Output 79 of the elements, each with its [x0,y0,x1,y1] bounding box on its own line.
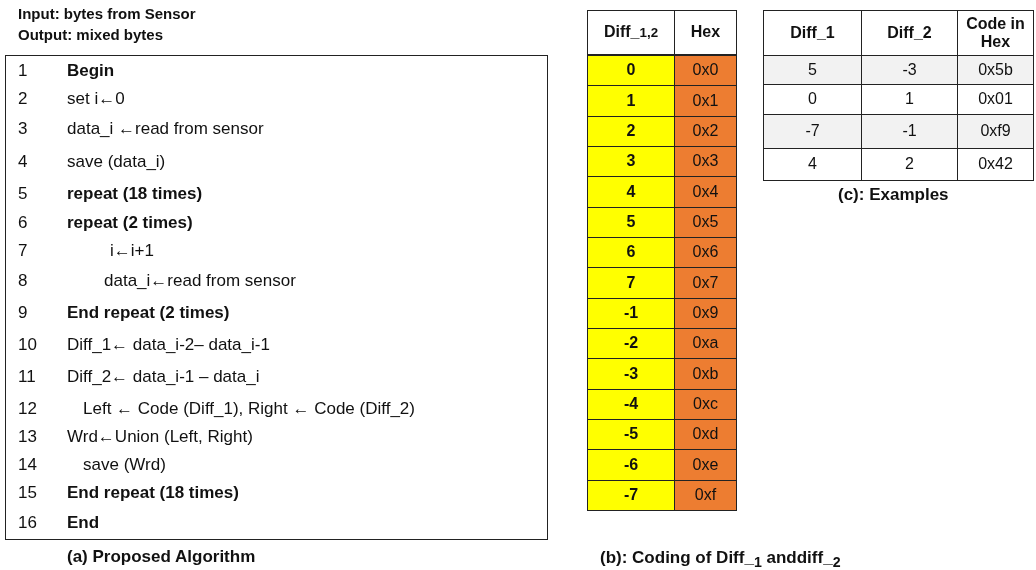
hex-code-cell: 0x7 [674,267,737,299]
header-cell: Hex [674,10,737,55]
hex-code-cell: 0xb [674,358,737,390]
example-cell: 0xf9 [957,114,1034,149]
line-number: 15 [18,483,37,503]
hex-code-cell: 0x9 [674,297,737,329]
value-cell: -6 [587,449,675,481]
line-number: 11 [18,367,36,387]
algorithm-statement: i←i+1 [110,241,154,261]
line-number: 2 [18,89,28,109]
hex-code-cell: 0x4 [674,176,737,208]
algorithm-box [5,55,548,540]
value-cell: 0 [587,55,675,87]
hex-code-cell: 0xa [674,328,737,360]
algorithm-statement: Diff_2← data_i-1 – data_i [67,367,260,387]
line-number: 6 [18,213,28,233]
example-cell: 4 [763,148,862,181]
hex-code-cell: 0xd [674,419,737,451]
value-cell: -4 [587,388,675,420]
value-cell: 3 [587,146,675,178]
algorithm-statement: End repeat (18 times) [67,483,239,503]
line-number: 3 [18,119,28,139]
algorithm-header-note: Input: bytes from Sensor [18,5,196,22]
line-number: 5 [18,184,28,204]
value-cell: -5 [587,419,675,451]
algorithm-statement: End [67,513,100,533]
value-cell: 2 [587,115,675,147]
line-number: 12 [18,399,37,419]
example-cell: -1 [861,114,958,149]
algorithm-statement: Begin [67,61,115,81]
figure-caption: (c): Examples [838,185,949,205]
hex-code-cell: 0x1 [674,85,737,117]
value-cell: 7 [587,267,675,299]
hex-code-cell: 0x3 [674,146,737,178]
line-number: 13 [18,427,37,447]
algorithm-statement: set i←0 [67,89,125,109]
example-cell: 0x5b [957,55,1034,85]
value-cell: -2 [587,328,675,360]
hex-code-cell: 0x6 [674,237,737,269]
line-number: 10 [18,335,37,355]
line-number: 4 [18,152,28,172]
algorithm-header-note: Output: mixed bytes [18,26,163,43]
line-number: 14 [18,455,37,475]
line-number: 1 [18,61,28,81]
hex-code-cell: 0x5 [674,206,737,238]
algorithm-statement: data_i←read from sensor [104,271,296,291]
example-cell: 5 [763,55,862,85]
hex-code-cell: 0x0 [674,55,737,87]
hex-code-cell: 0xf [674,479,737,511]
algorithm-statement: save (data_i) [67,152,166,172]
figure-caption: (a) Proposed Algorithm [67,547,256,567]
example-cell: 0x42 [957,148,1034,181]
hex-code-cell: 0xc [674,388,737,420]
algorithm-statement: data_i ←read from sensor [67,119,264,139]
algorithm-statement: End repeat (2 times) [67,303,230,323]
header-cell: Code in Hex [957,10,1034,56]
value-cell: 4 [587,176,675,208]
hex-code-cell: 0x2 [674,115,737,147]
example-cell: -3 [861,55,958,85]
algorithm-statement: save (Wrd) [83,455,166,475]
value-cell: -1 [587,297,675,329]
algorithm-statement: repeat (2 times) [67,213,193,233]
value-cell: -3 [587,358,675,390]
value-cell: 6 [587,237,675,269]
line-number: 9 [18,303,28,323]
header-cell: Diff_1 [763,10,862,56]
value-cell: 1 [587,85,675,117]
line-number: 8 [18,271,28,291]
algorithm-statement: repeat (18 times) [67,184,203,204]
algorithm-statement: Wrd←Union (Left, Right) [67,427,253,447]
value-cell: 5 [587,206,675,238]
figure-caption: (b): Coding of Diff_$_{1}$ anddiff_$_{2}$ [600,548,841,570]
algorithm-statement: Diff_1← data_i-2– data_i-1 [67,335,270,355]
line-number: 16 [18,513,37,533]
algorithm-statement: Left ← Code (Diff_1), Right ← Code (Diff_2) [83,399,415,419]
hex-code-cell: 0xe [674,449,737,481]
value-cell: -7 [587,479,675,511]
line-number: 7 [18,241,28,261]
example-cell: -7 [763,114,862,149]
